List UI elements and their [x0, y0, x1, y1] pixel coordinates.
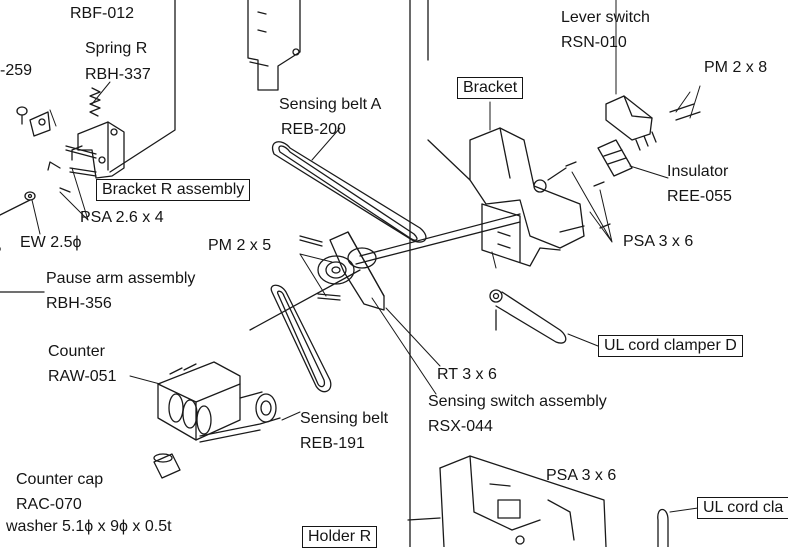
counter-shaft [199, 417, 281, 443]
insulator-part [597, 139, 669, 179]
label-sensing-belt-a: Sensing belt A [279, 96, 382, 113]
leader-lines-left [31, 81, 111, 235]
label-bracket-r-assembly: Bracket R assembly [96, 179, 251, 201]
label-pm-2x8: PM 2 x 8 [704, 59, 768, 76]
label-insulator: Insulator [667, 163, 729, 180]
label-lever-switch-code: RSN-010 [561, 34, 627, 51]
holder-r-part [407, 455, 607, 547]
top-bracket-part [247, 0, 301, 91]
label-ul-cord-partial: UL cord cla [697, 497, 789, 519]
label-sensing-belt: Sensing belt [300, 410, 389, 427]
right-edge-part [657, 507, 699, 547]
label-rt-3x6: RT 3 x 6 [437, 366, 497, 383]
label-lever-switch: Lever switch [561, 9, 650, 26]
label-counter-cap-code: RAC-070 [16, 496, 82, 513]
label-washer: washer 5.1ϕ x 9ϕ x 0.5t [6, 518, 172, 535]
center-leaders [281, 253, 441, 421]
sensing-belt-part [270, 284, 332, 393]
label-sensing-belt-a-code: REB-200 [281, 121, 346, 138]
counter-part [129, 361, 277, 441]
label-sensing-belt-code: REB-191 [300, 435, 365, 452]
label-holder-r: Holder R [302, 526, 378, 548]
label-pm-2x5: PM 2 x 5 [208, 237, 272, 254]
spring-r-part [89, 87, 101, 117]
right-hardware [547, 161, 613, 243]
label-pause-arm-code: RBH-356 [46, 295, 112, 312]
label-insulator-code: REE-055 [667, 188, 732, 205]
label-partial-left: -259 [0, 62, 33, 79]
counter-cap-part [153, 453, 181, 479]
label-ul-cord-clamper-d: UL cord clamper D [598, 335, 743, 357]
main-shaft [249, 213, 521, 331]
label-ew-2-5: EW 2.5ϕ [20, 234, 82, 251]
label-psa-2-6x4: PSA 2.6 x 4 [80, 209, 164, 226]
left-hardware [16, 106, 83, 201]
label-spring-r-code: RBH-337 [85, 66, 151, 83]
lever-switch-part [605, 0, 701, 151]
label-sensing-switch-assembly: Sensing switch assembly [428, 393, 607, 410]
label-psa-3x6-right: PSA 3 x 6 [623, 233, 694, 250]
label-sensing-switch-code: RSX-044 [428, 418, 493, 435]
label-rbf-012: RBF-012 [70, 5, 135, 22]
label-counter: Counter [48, 343, 105, 360]
label-spring-r: Spring R [85, 40, 148, 57]
frame-lines [0, 0, 471, 547]
bracket-r-assembly-part [0, 121, 125, 251]
label-counter-cap: Counter cap [16, 471, 104, 488]
label-counter-code: RAW-051 [48, 368, 117, 385]
ul-cord-clamper-d-part [489, 251, 599, 347]
label-psa-3x6-bottom: PSA 3 x 6 [546, 467, 617, 484]
pulley-assembly-part [299, 231, 385, 311]
bracket-part [469, 101, 585, 267]
sensing-belt-a-part [271, 127, 427, 243]
label-bracket: Bracket [457, 77, 524, 99]
label-pause-arm-assembly: Pause arm assembly [46, 270, 196, 287]
